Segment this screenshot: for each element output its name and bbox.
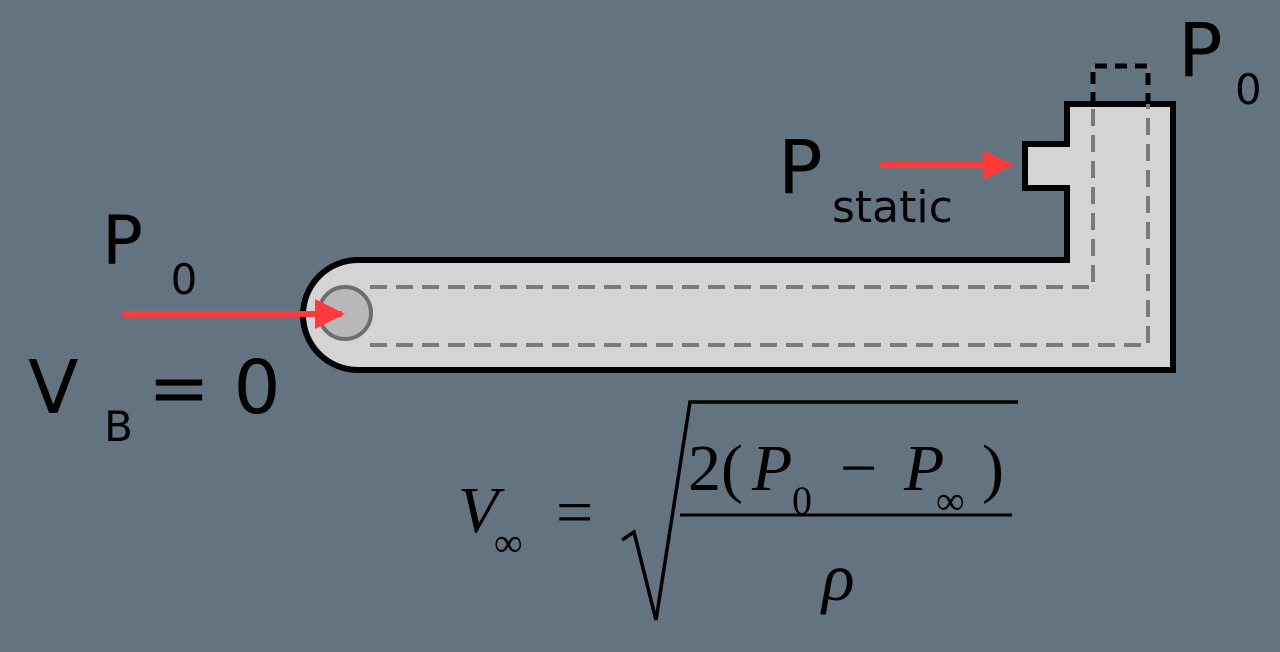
label-pstatic-main: P <box>778 125 823 211</box>
inner-passage-dashed <box>370 66 1150 347</box>
formula-num-p0-main: P <box>751 432 792 505</box>
static-port-joint-cover <box>1064 147 1072 185</box>
pitot-tube-body <box>300 101 1176 373</box>
label-p0-left: P 0 <box>102 202 197 304</box>
formula-equals: = <box>556 476 593 549</box>
label-p0-left-main: P <box>102 202 143 281</box>
formula-lhs: V ∞ <box>458 474 523 565</box>
velocity-formula: V ∞ = 2( P 0 − P ∞ ) ρ <box>458 400 1018 621</box>
label-vb-sub: B <box>104 402 133 451</box>
outlet-dashed-box <box>1090 63 1151 104</box>
formula-num-p0-sub: 0 <box>792 478 812 523</box>
label-pstatic-sub: static <box>832 182 953 233</box>
label-p0-right: P 0 <box>1178 8 1262 114</box>
label-p0-right-sub: 0 <box>1235 65 1262 114</box>
formula-numerator: 2( P 0 − P ∞ ) <box>688 432 1004 529</box>
label-vb-main: V <box>28 345 79 431</box>
formula-denominator: ρ <box>820 539 855 615</box>
formula-num-pinf-main: P <box>903 432 944 505</box>
static-port <box>1022 141 1067 191</box>
label-p-static: P static <box>778 125 953 233</box>
label-p0-right-main: P <box>1178 8 1223 94</box>
formula-num-prefix: 2( <box>688 432 743 505</box>
label-vb-rest: = 0 <box>148 345 281 431</box>
formula-num-minus: − <box>840 432 877 505</box>
label-p0-left-sub: 0 <box>171 255 198 304</box>
formula-lhs-sub: ∞ <box>494 520 523 565</box>
formula-radical <box>621 400 1018 621</box>
label-vb-zero: V B = 0 <box>28 345 281 459</box>
formula-num-suffix: ) <box>982 432 1004 505</box>
